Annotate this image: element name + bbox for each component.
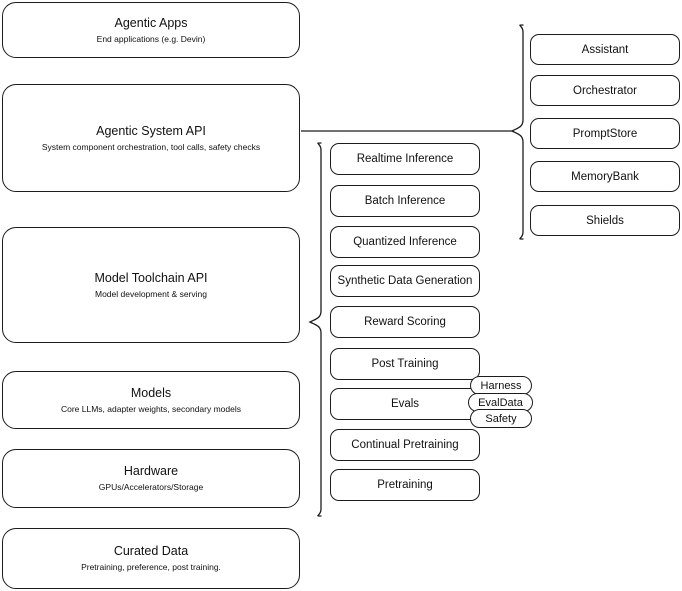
agentic-component-memorybank[interactable]: MemoryBank [530, 161, 680, 192]
layer-box-agentic-system-api[interactable]: Agentic System API System component orch… [2, 84, 300, 192]
layer-box-hardware[interactable]: Hardware GPUs/Accelerators/Storage [2, 449, 300, 508]
layer-box-agentic-apps[interactable]: Agentic Apps End applications (e.g. Devi… [2, 2, 300, 58]
agentic-component-promptstore[interactable]: PromptStore [530, 118, 680, 149]
agentic-component-orchestrator[interactable]: Orchestrator [530, 75, 680, 106]
model-toolchain-brace [308, 142, 322, 517]
agentic-system-brace [510, 24, 524, 240]
layer-box-models[interactable]: Models Core LLMs, adapter weights, secon… [2, 371, 300, 429]
toolchain-item-pretraining[interactable]: Pretraining [330, 469, 480, 501]
toolchain-item-realtime-inference[interactable]: Realtime Inference [330, 143, 480, 175]
toolchain-item-evals[interactable]: Evals [330, 388, 480, 420]
agentic-component-shields[interactable]: Shields [530, 205, 680, 236]
toolchain-item-synthetic-data-generation[interactable]: Synthetic Data Generation [330, 265, 480, 297]
layer-subtitle: System component orchestration, tool cal… [41, 141, 261, 152]
layer-subtitle: Model development & serving [95, 288, 207, 299]
layer-box-curated-data[interactable]: Curated Data Pretraining, preference, po… [2, 528, 300, 589]
layer-title: Agentic System API [96, 123, 206, 138]
layer-title: Model Toolchain API [94, 270, 208, 285]
layer-title: Hardware [123, 464, 179, 478]
layer-subtitle: End applications (e.g. Devin) [96, 33, 206, 44]
layer-subtitle: GPUs/Accelerators/Storage [98, 482, 204, 492]
agentic-component-assistant[interactable]: Assistant [530, 34, 680, 65]
toolchain-item-quantized-inference[interactable]: Quantized Inference [330, 226, 480, 258]
toolchain-item-reward-scoring[interactable]: Reward Scoring [330, 306, 480, 338]
layer-subtitle: Pretraining, preference, post training. [81, 562, 221, 572]
layer-box-model-toolchain-api[interactable]: Model Toolchain API Model development & … [2, 227, 300, 343]
evals-badge-safety[interactable]: Safety [470, 409, 532, 428]
toolchain-item-post-training[interactable]: Post Training [330, 348, 480, 380]
toolchain-item-continual-pretraining[interactable]: Continual Pretraining [330, 429, 480, 461]
layer-subtitle: Core LLMs, adapter weights, secondary mo… [60, 403, 241, 414]
layer-title: Curated Data [113, 544, 189, 558]
layer-title: Agentic Apps [114, 15, 188, 30]
toolchain-item-batch-inference[interactable]: Batch Inference [330, 184, 480, 217]
layer-title: Models [130, 385, 172, 400]
